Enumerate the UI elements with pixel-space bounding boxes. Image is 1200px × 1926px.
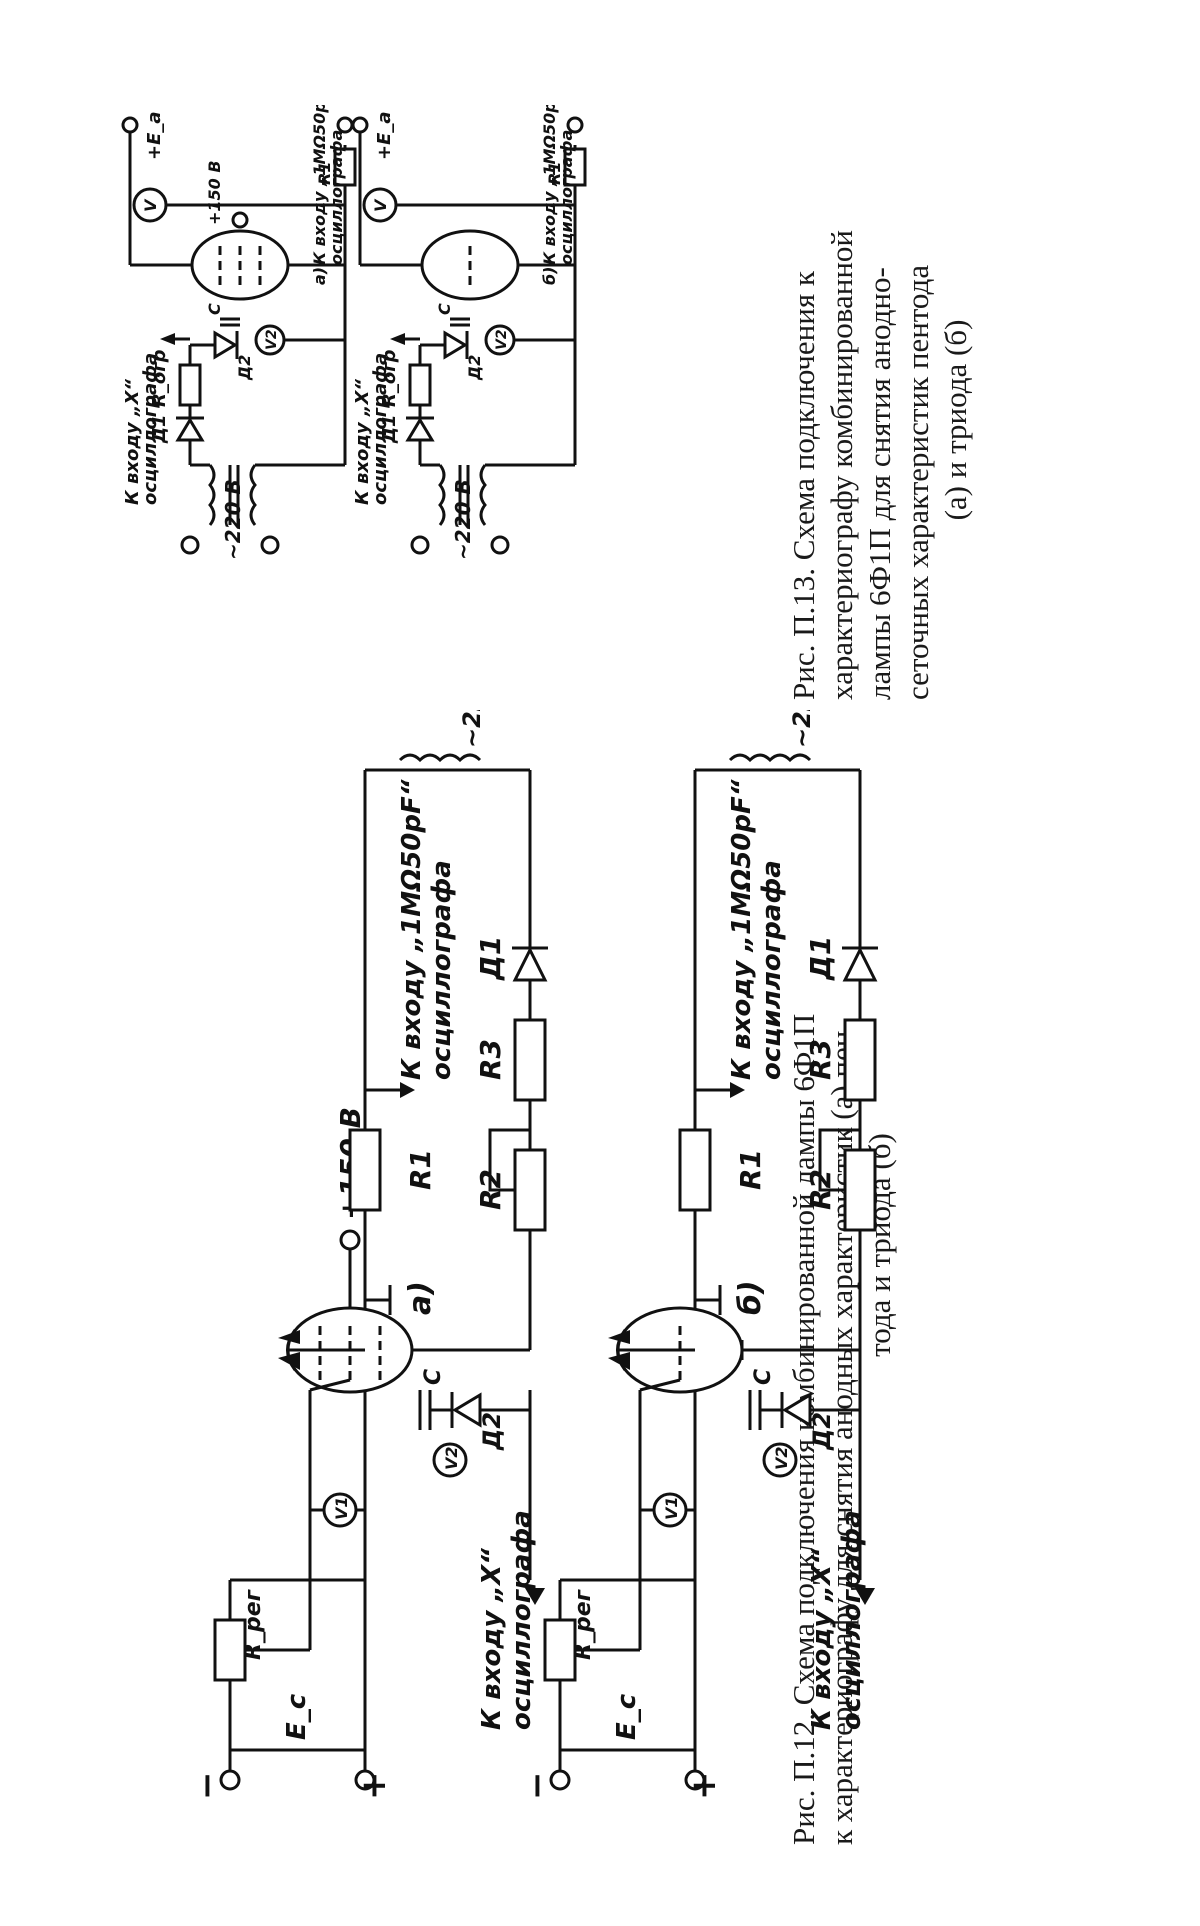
y-input-label-1: К входу „1MΩ50pF“ [727, 779, 757, 1080]
v1-label: V1 [662, 1496, 681, 1520]
r1-label: R1 [734, 1149, 767, 1190]
d1-label: Д1 [474, 936, 507, 981]
r-ogr-resistor [410, 365, 430, 405]
c-label: C [421, 1369, 446, 1385]
supply-150v-label: +150 В [205, 160, 224, 225]
r1-resistor [350, 1130, 380, 1210]
fig13-circuit-b: ~220 В Д1 R_огр К входу „X“ осциллографа… [350, 105, 590, 565]
d2-label: Д2 [235, 355, 254, 381]
mains-terminal-2 [262, 537, 278, 553]
sublabel-a: а) [403, 1281, 438, 1315]
terminal-ea [123, 118, 137, 132]
x-input-label-2: осциллографа [837, 1510, 867, 1730]
mains-label: ~220 В [221, 479, 245, 560]
mains-label: ~220 В [458, 710, 486, 748]
d2-label: Д2 [465, 355, 484, 381]
terminal-150v [341, 1231, 359, 1249]
minus-label: − [200, 1772, 227, 1801]
mains-label: ~220 В [451, 479, 475, 560]
ea-label: +E_a [144, 111, 165, 160]
diode-d1 [845, 950, 875, 980]
c-label: C [435, 303, 454, 315]
c-label: C [205, 303, 224, 315]
fig13-caption-line2: характериографу комбинированной [823, 140, 861, 700]
plus-label: + [684, 1772, 724, 1801]
x-input-label-2: осциллографа [370, 353, 391, 505]
v2-label: V2 [264, 329, 280, 350]
mains-terminal-1 [412, 537, 428, 553]
c-label: C [751, 1369, 776, 1385]
fig13-caption-line4: сеточных характеристик пентода [899, 140, 937, 700]
r3-label: R3 [804, 1039, 837, 1080]
fig12-circuit-a: + − E_c R_рег V1 +150 В [200, 710, 560, 1810]
x-input-label-2: осциллографа [140, 353, 161, 505]
v-label: V [371, 198, 390, 212]
y-input-label-2: осциллографа [327, 130, 346, 265]
sublabel-b: б) [540, 267, 559, 285]
r1-resistor [680, 1130, 710, 1210]
y-input-label-1: К входу „1MΩ50pF“ [397, 779, 427, 1080]
diode-d1 [408, 420, 432, 440]
d2-label: Д2 [808, 1412, 836, 1451]
y-input-label-2: осциллографа [427, 860, 457, 1080]
r2-resistor [845, 1150, 875, 1230]
fig13-caption-line5: (а) и триода (б) [937, 140, 975, 700]
v1-label: V1 [332, 1496, 351, 1520]
d1-label: Д1 [804, 936, 837, 981]
diode-d2 [215, 333, 235, 357]
sublabel-b: б) [733, 1280, 768, 1315]
terminal-150v [233, 213, 247, 227]
x-input-label-1: К входу „X“ [807, 1548, 837, 1730]
terminal-ea [353, 118, 367, 132]
fig13-caption-line3: лампы 6Ф1П для снятия анодно- [861, 140, 899, 700]
mains-terminal-1 [182, 537, 198, 553]
diode-d2 [785, 1395, 810, 1425]
y-input-label-2: осциллографа [757, 860, 787, 1080]
transformer [730, 755, 810, 760]
diode-d2 [455, 1395, 480, 1425]
fig13-caption-line1: Рис. П.13. Схема подключения к [785, 140, 823, 700]
v2-label: V2 [772, 1446, 791, 1470]
y-input-label-2: осциллографа [557, 130, 576, 265]
ec-label: E_c [612, 1693, 642, 1740]
mains-label: ~220 В [788, 710, 816, 748]
v2-label: V2 [442, 1446, 461, 1470]
r1-label: R1 [404, 1149, 437, 1190]
x-input-label-1: К входу „X“ [477, 1548, 507, 1730]
diode-d2 [445, 333, 465, 357]
diode-d1 [178, 420, 202, 440]
plus-label: + [354, 1772, 394, 1801]
fig13-circuit-a: ~220 В Д1 R_огр К входу „X“ осциллографа… [120, 105, 360, 565]
ec-label: E_c [282, 1693, 312, 1740]
r3-resistor [845, 1020, 875, 1100]
mains-terminal-2 [492, 537, 508, 553]
fig12-circuit-b: + − E_c R_рег V1 б) R1 К входу „1MΩ50pF“… [530, 710, 890, 1810]
r3-label: R3 [474, 1039, 507, 1080]
d2-label: Д2 [478, 1412, 506, 1451]
v-label: V [141, 198, 160, 212]
fig13-caption: Рис. П.13. Схема подключения к характери… [785, 140, 975, 700]
r-ogr-resistor [180, 365, 200, 405]
minus-label: − [530, 1772, 557, 1801]
v2-label: V2 [494, 329, 510, 350]
transformer [210, 465, 214, 525]
transformer [440, 465, 444, 525]
ea-label: +E_a [374, 111, 395, 160]
transformer [400, 755, 480, 760]
sublabel-a: а) [310, 267, 329, 285]
